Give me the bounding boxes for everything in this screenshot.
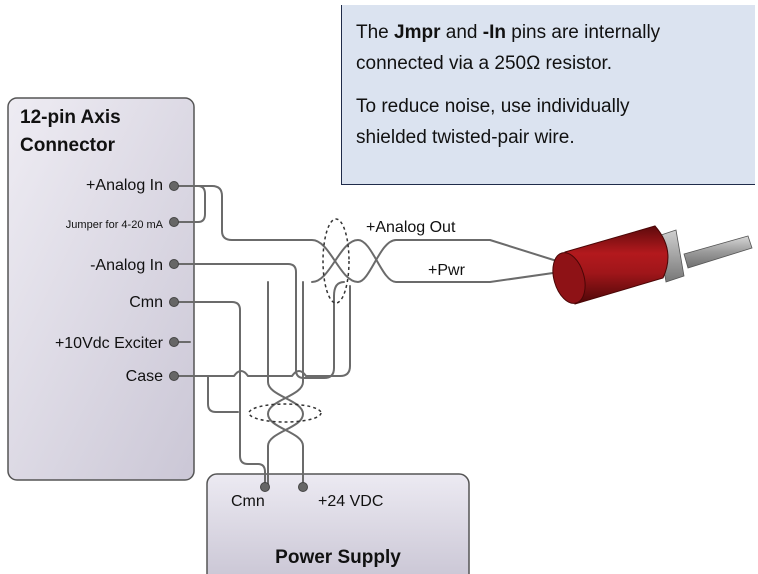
pin-dot-exciter	[169, 337, 179, 347]
ps-twisted-wire-b	[267, 281, 304, 487]
pin-dot-analog-in-plus	[169, 181, 179, 191]
pin-dot-case	[169, 371, 179, 381]
sensor-face	[552, 252, 586, 304]
pin-dot-jumper	[169, 217, 179, 227]
axis-connector-box	[7, 97, 195, 481]
pin-label-case: Case	[126, 368, 163, 385]
analog-in-minus-wire	[173, 263, 297, 371]
case-shield-down-wire	[207, 375, 239, 413]
pwr-wire	[311, 239, 561, 283]
ps-dot-24vdc	[298, 482, 308, 492]
sensor-body	[564, 225, 669, 305]
pin-label-analog-in-minus: -Analog In	[90, 257, 163, 274]
wire-label-pwr: +Pwr	[428, 262, 466, 279]
ps-label-cmn: Cmn	[231, 493, 265, 510]
ps-twisted-wire-a	[267, 281, 304, 487]
pin-label-jumper: Jumper for 4-20 mA	[66, 219, 164, 231]
pin-label-cmn: Cmn	[129, 294, 163, 311]
sensor	[552, 225, 753, 305]
ps-dot-cmn	[260, 482, 270, 492]
pin-dots	[169, 181, 308, 492]
pin-dot-analog-in-minus	[169, 259, 179, 269]
shield-ellipse-power	[248, 403, 322, 423]
analog-in-wire	[173, 185, 561, 283]
case-shield-wire	[173, 285, 351, 377]
pin-label-exciter: +10Vdc Exciter	[55, 335, 164, 352]
sensor-rod	[683, 235, 753, 269]
pin-label-analog-in-plus: +Analog In	[86, 177, 163, 194]
cmn-wire	[173, 301, 266, 487]
pin-dot-cmn	[169, 297, 179, 307]
connector-title-line-1: 12-pin Axis	[20, 107, 121, 128]
info-note: The Jmpr and -In pins are internally con…	[341, 5, 755, 185]
note-line-4: shielded twisted-pair wire.	[356, 127, 575, 148]
connector-title-line-2: Connector	[20, 135, 116, 156]
note-line-3: To reduce noise, use individually	[356, 96, 630, 117]
ps-label-24vdc: +24 VDC	[318, 493, 383, 510]
note-line-2: connected via a 250Ω resistor.	[356, 53, 613, 74]
wires	[173, 185, 561, 487]
wire-label-analog-out: +Analog Out	[366, 219, 456, 236]
note-line-1: The Jmpr and -In pins are internally	[356, 22, 661, 43]
power-supply-box	[206, 473, 470, 574]
power-supply-title: Power Supply	[275, 547, 401, 568]
shield-ellipse-sensor	[322, 218, 350, 304]
